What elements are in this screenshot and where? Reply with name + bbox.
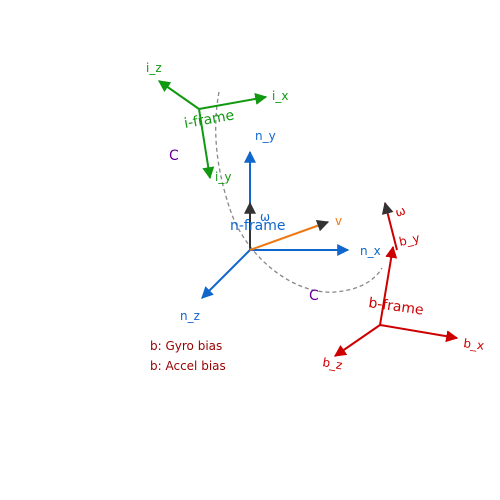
i-y-label: i_y <box>215 170 231 184</box>
n-x-label: n_x <box>360 244 381 258</box>
n-z-axis <box>201 249 251 299</box>
b-y-label: b_y <box>398 231 421 249</box>
i-frame-label: i-frame <box>183 107 235 132</box>
i-z-label: i_z <box>146 61 162 75</box>
b-z-axis <box>334 324 381 357</box>
velocity-arrow <box>249 220 330 251</box>
transform-label-c2: C <box>309 288 319 304</box>
legend-accel-bias: b: Accel bias <box>150 359 226 373</box>
n-frame-label: n-frame <box>230 218 285 234</box>
b-x-label: b_x <box>463 336 485 353</box>
n-omega-label: ω <box>260 210 270 224</box>
transform-path <box>215 91 383 293</box>
i-y-axis <box>198 108 215 180</box>
velocity-label: v <box>335 214 342 228</box>
b-omega-label: ω <box>393 203 407 220</box>
i-z-axis <box>158 80 200 110</box>
i-x-axis <box>198 92 268 110</box>
b-omega-arrow <box>381 201 398 251</box>
transform-label-c1: C <box>169 148 179 164</box>
n-z-label: n_z <box>180 309 200 323</box>
n-frame: n_y n_x n_z ω v n-frame <box>180 129 381 323</box>
b-x-axis <box>379 324 459 343</box>
b-frame-label: b-frame <box>367 295 424 319</box>
n-y-label: n_y <box>255 129 276 143</box>
b-frame: b_y b_x b_z ω b-frame <box>321 201 485 372</box>
b-y-axis <box>379 245 398 326</box>
legend-gyro-bias: b: Gyro bias <box>150 339 222 353</box>
i-x-label: i_x <box>272 89 288 103</box>
b-z-label: b_z <box>321 355 343 372</box>
i-frame: i_x i_z i_y i-frame <box>146 61 288 184</box>
